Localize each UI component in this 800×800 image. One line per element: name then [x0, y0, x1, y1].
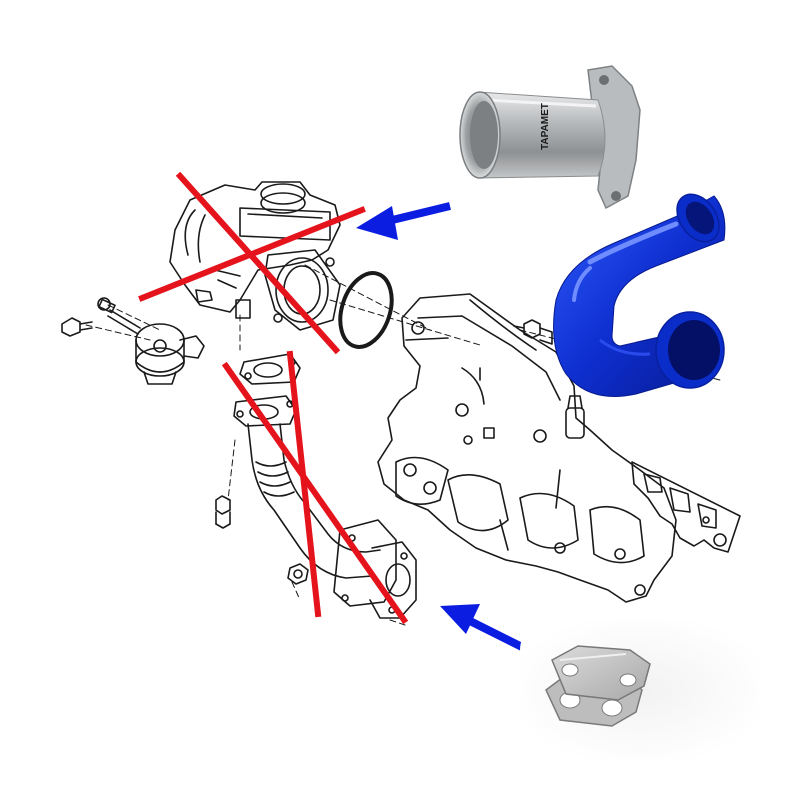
egr-cooler-pipe [233, 353, 417, 619]
cross-out-egr-pipe [221, 350, 409, 625]
silicone-hose-elbow [553, 193, 726, 397]
bolt-lower-left [215, 495, 231, 529]
o-ring-seal [338, 271, 394, 349]
cross-out-egr-valve [138, 171, 366, 355]
intake-manifold [377, 293, 677, 603]
egr-solenoid [97, 297, 205, 385]
arrow-to-egr-port [356, 202, 451, 240]
arrow-to-pipe-flange [440, 604, 534, 656]
adapter-engraving: TAPAMET [540, 103, 551, 150]
egr-blanking-plate [520, 620, 760, 760]
bolt-left [61, 317, 93, 337]
aluminium-intake-adapter: TAPAMET [459, 65, 641, 210]
manifold-gasket [631, 461, 741, 553]
dashed-guide-lines [85, 264, 721, 626]
bolt-manifold [513, 319, 553, 345]
